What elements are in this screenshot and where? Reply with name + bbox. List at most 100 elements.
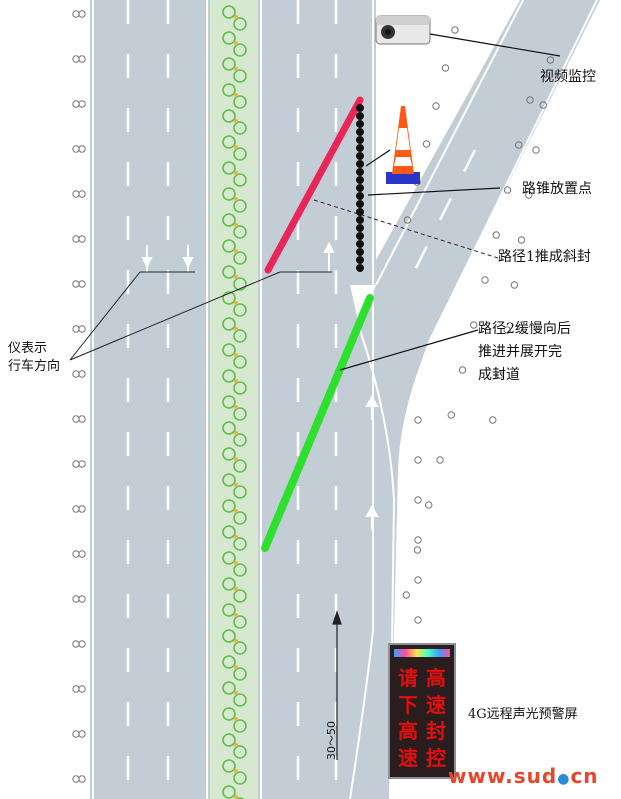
post	[78, 145, 86, 153]
flower	[234, 119, 238, 123]
watermark-d: d	[541, 764, 558, 788]
post	[72, 370, 80, 378]
post	[78, 640, 86, 648]
flower	[234, 67, 238, 71]
vms-char: 请	[398, 666, 418, 691]
flower	[234, 431, 238, 435]
flower	[234, 613, 238, 617]
right-carriageway	[258, 0, 376, 799]
post	[72, 685, 80, 693]
post	[72, 415, 80, 423]
bush	[222, 525, 236, 539]
cone-dot	[356, 184, 364, 192]
speed-label: 30～50	[325, 721, 338, 760]
bush	[222, 161, 236, 175]
roadside-posts	[72, 10, 555, 783]
bush	[222, 317, 236, 331]
bush	[233, 589, 247, 603]
post	[78, 550, 86, 558]
cone-dot	[356, 232, 364, 240]
post	[72, 280, 80, 288]
post	[515, 141, 523, 149]
flower	[234, 379, 238, 383]
post	[72, 640, 80, 648]
vms-left-column: 请 下 高 速	[396, 665, 420, 771]
flower	[234, 405, 238, 409]
bush	[233, 563, 247, 577]
site-watermark: www.sud●cn	[448, 764, 599, 788]
bush	[222, 265, 236, 279]
post	[436, 456, 444, 464]
post	[481, 276, 489, 284]
post	[422, 140, 431, 148]
cone-dot	[356, 104, 364, 112]
post	[414, 576, 422, 584]
post	[414, 616, 422, 624]
path2-label: 路径2缓慢向后 推进并展开完 成封道	[478, 321, 571, 384]
cone-dot	[356, 240, 364, 248]
flower	[234, 743, 238, 747]
watermark-prefix: www.su	[448, 764, 542, 788]
bush	[233, 667, 247, 681]
bush	[222, 629, 236, 643]
cone-dot	[356, 144, 364, 152]
post	[78, 370, 86, 378]
vms-right-column: 高 速 封 控	[424, 665, 448, 771]
post	[78, 235, 86, 243]
bush	[233, 147, 247, 161]
bush	[222, 395, 236, 409]
flower	[234, 15, 238, 19]
flower	[234, 353, 238, 357]
flower	[234, 561, 238, 565]
bush	[233, 771, 247, 785]
post	[517, 236, 526, 244]
post	[447, 411, 455, 419]
flower	[234, 197, 238, 201]
post	[413, 546, 422, 554]
bush	[222, 83, 236, 97]
post	[425, 501, 433, 509]
bush	[222, 213, 236, 227]
post	[532, 146, 540, 154]
post	[78, 190, 86, 198]
bush	[222, 473, 236, 487]
vms-warning-screen: 请 下 高 速 高 速 封 控	[388, 643, 456, 779]
post	[503, 326, 511, 334]
bush	[222, 707, 236, 721]
bush	[233, 121, 247, 135]
cone-dot	[356, 224, 364, 232]
bush	[222, 447, 236, 461]
bush	[233, 615, 247, 629]
bush	[233, 43, 247, 57]
post	[432, 102, 440, 110]
post	[78, 685, 86, 693]
flower	[234, 275, 238, 279]
bush	[233, 225, 247, 239]
post	[78, 55, 86, 63]
path2-leader	[339, 329, 479, 371]
flower	[234, 145, 238, 149]
post	[78, 730, 86, 738]
post	[496, 371, 504, 379]
bush	[222, 421, 236, 435]
bush	[233, 69, 247, 83]
bush	[222, 655, 236, 669]
bush	[222, 785, 236, 799]
bush	[222, 239, 236, 253]
bush	[233, 173, 247, 187]
vms-light-strip	[394, 649, 450, 657]
bush	[222, 499, 236, 513]
bush	[222, 343, 236, 357]
cone-dot	[356, 160, 364, 168]
post	[539, 101, 547, 109]
post	[72, 505, 80, 513]
post	[72, 100, 80, 108]
bush	[222, 31, 236, 45]
cone-dot	[356, 168, 364, 176]
post	[402, 591, 410, 599]
bush	[222, 759, 236, 773]
cone-dot	[356, 120, 364, 128]
camera-leader	[429, 33, 561, 57]
post	[72, 145, 80, 153]
